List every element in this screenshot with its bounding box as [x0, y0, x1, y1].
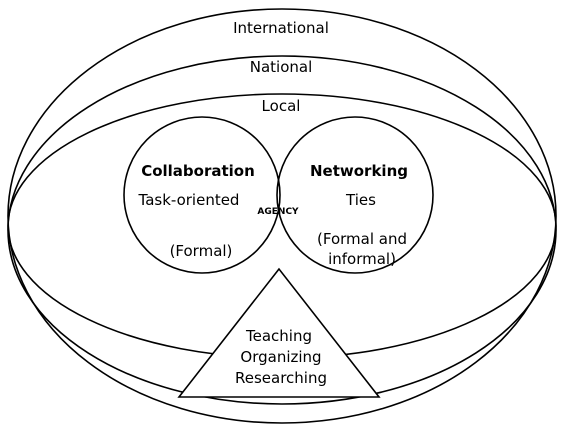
- activity-researching: Researching: [235, 369, 327, 387]
- networking-note-line1: (Formal and: [317, 230, 407, 248]
- networking-subtitle: Ties: [345, 191, 376, 209]
- agency-label: AGENCY: [257, 207, 299, 217]
- national-label: National: [250, 58, 313, 76]
- activity-teaching: Teaching: [245, 327, 312, 345]
- international-label: International: [233, 19, 329, 37]
- collaboration-subtitle: Task-oriented: [138, 191, 240, 209]
- collaboration-title: Collaboration: [141, 162, 255, 180]
- networking-note-line2: informal): [328, 250, 396, 268]
- activities-triangle: [177, 267, 381, 398]
- networking-title: Networking: [310, 162, 408, 180]
- local-label: Local: [262, 97, 301, 115]
- collaboration-note: (Formal): [170, 242, 233, 260]
- collaboration-circle: [123, 116, 281, 274]
- networking-circle: [276, 116, 434, 274]
- activity-organizing: Organizing: [240, 348, 321, 366]
